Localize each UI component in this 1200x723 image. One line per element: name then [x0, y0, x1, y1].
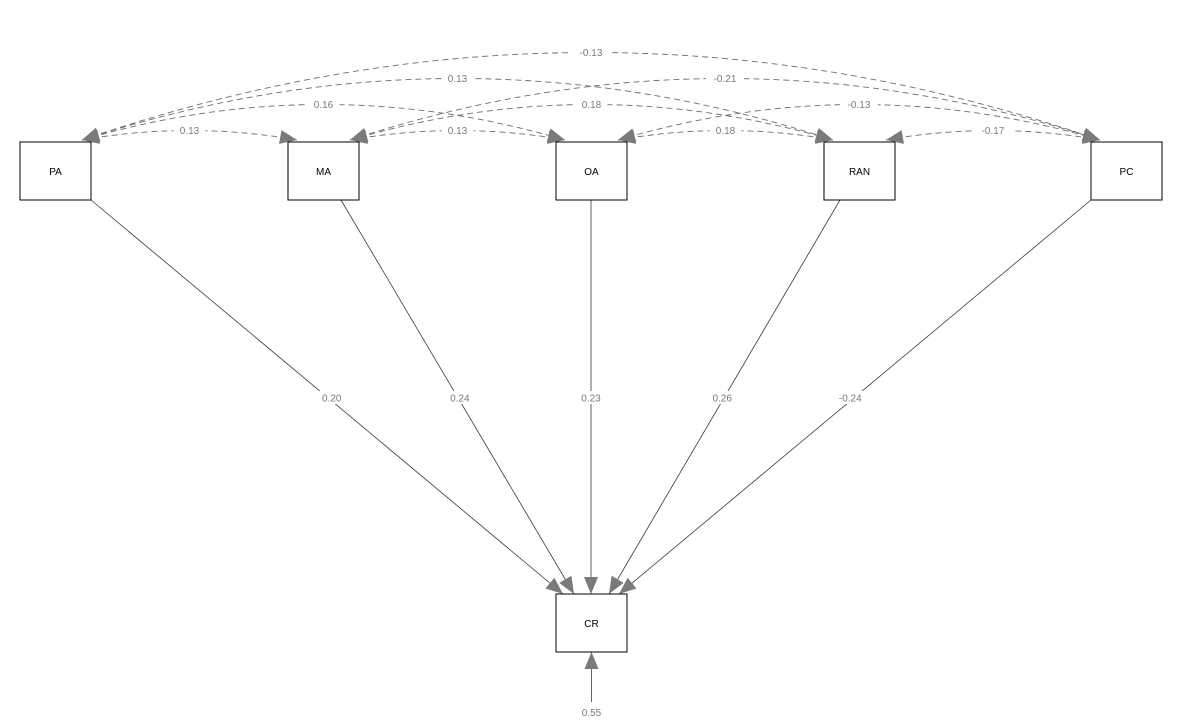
- covariance-ma-oa-label-group: 0.13: [441, 123, 474, 137]
- covariance-ma-ran-label: 0.18: [582, 100, 602, 111]
- covariance-pa-oa-label-background: [307, 97, 340, 111]
- path-ma-cr-label-background: [443, 391, 476, 404]
- covariance-ma-oa-label: 0.13: [448, 126, 468, 137]
- path-pc-cr-arrowhead: [619, 577, 637, 594]
- covariance-pa-ma-label: 0.13: [180, 126, 200, 137]
- covariance-pa-ran-label-group: 0.13: [441, 71, 474, 85]
- covariance-ma-ran-label-background: [575, 97, 608, 111]
- path-ma-cr-label-group: 0.24: [443, 391, 476, 405]
- path-ran-cr-label-group: 0.26: [706, 391, 739, 405]
- covariance-pa-oa-label: 0.16: [314, 100, 334, 111]
- covariance-oa-ran-label: 0.18: [716, 126, 736, 137]
- node-oa: OA: [555, 141, 628, 201]
- covariance-ma-pc-label-group: -0.21: [706, 71, 744, 85]
- covariance-ran-pc-label-group: -0.17: [974, 123, 1012, 137]
- covariance-ma-pc-label: -0.21: [714, 74, 737, 85]
- path-pa-cr-label-group: 0.20: [315, 391, 348, 405]
- residual-cr: [584, 652, 599, 702]
- covariance-oa-ran-label-group: 0.18: [709, 123, 742, 137]
- node-pc-box: [1090, 141, 1163, 201]
- node-layer: PA MA OA RAN PC CR: [19, 141, 1163, 653]
- covariance-pa-pc-curve: [81, 52, 1101, 141]
- node-ran-box: [823, 141, 896, 201]
- path-ran-cr-arrowhead: [609, 575, 624, 594]
- path-pc-cr-label-background: [831, 391, 870, 404]
- covariance-pa-ma-arrowhead-end: [279, 130, 297, 144]
- residual-label: 0.55: [582, 708, 602, 719]
- node-cr: CR: [555, 593, 628, 653]
- covariance-pa-ran-arrowhead-end: [814, 128, 833, 142]
- covariance-ma-pc-arrowhead-start: [350, 128, 369, 142]
- path-oa-cr-label-group: 0.23: [575, 391, 607, 405]
- node-ma-box: [287, 141, 360, 201]
- node-ma-label: MA: [316, 167, 331, 178]
- covariance-pa-oa-arrowhead-end: [546, 128, 565, 142]
- node-pa-box: [19, 141, 92, 201]
- covariance-pa-pc-label-group: -0.13: [572, 45, 610, 59]
- covariance-oa-pc-arrowhead-start: [618, 128, 637, 142]
- node-cr-box: [555, 593, 628, 653]
- path-ran-cr-label: 0.26: [712, 394, 732, 405]
- node-pa-label: PA: [49, 167, 62, 178]
- path-pa-cr-label-background: [315, 391, 348, 404]
- path-pc-cr-label-group: -0.24: [831, 391, 870, 405]
- covariance-ran-pc-arrowhead-start: [886, 130, 904, 144]
- path-oa-cr-arrowhead: [584, 577, 598, 594]
- node-ma: MA: [287, 141, 360, 201]
- covariance-oa-pc-label: -0.13: [848, 100, 871, 111]
- covariance-ma-pc-label-background: [706, 71, 744, 85]
- covariance-ma-oa-label-background: [441, 123, 474, 137]
- covariance-pa-oa-label-group: 0.16: [307, 97, 340, 111]
- covariance-oa-pc-label-background: [840, 97, 878, 111]
- covariance-pa-pc-label-background: [572, 45, 610, 59]
- node-ran: RAN: [823, 141, 896, 201]
- covariance-pa-pc-arrowhead-end: [1081, 127, 1100, 142]
- covariance-pa-ran-label: 0.13: [448, 74, 468, 85]
- node-pc-label: PC: [1120, 167, 1134, 178]
- coefficient-label-layer: 0.13 0.13 0.18 -0.17 0.16 0.18 -0.13 0.13 -0.21 -…: [173, 45, 1012, 719]
- covariance-ran-pc-label-background: [974, 123, 1012, 137]
- covariance-ran-pc-label: -0.17: [982, 126, 1005, 137]
- path-oa-cr-label: 0.23: [581, 394, 601, 405]
- residual-arrowhead: [584, 652, 599, 669]
- covariance-pa-pc-label: -0.13: [580, 48, 603, 59]
- node-oa-box: [555, 141, 628, 201]
- path-ran-cr-label-background: [706, 391, 739, 404]
- path-pc-cr-label: -0.24: [839, 394, 862, 405]
- path-pa-cr-arrowhead: [545, 577, 563, 594]
- covariance-ma-ran-label-group: 0.18: [575, 97, 608, 111]
- covariance-pa-ma-label-group: 0.13: [173, 123, 206, 137]
- path-oa-cr-label-background: [575, 391, 607, 404]
- covariance-pa-ran-label-background: [441, 71, 474, 85]
- path-pa-cr-label: 0.20: [322, 394, 342, 405]
- node-pa: PA: [19, 141, 92, 201]
- covariance-oa-ran-label-background: [709, 123, 742, 137]
- covariance-pa-pc-arrowhead-start: [82, 127, 101, 142]
- covariance-pa-ma-label-background: [173, 123, 206, 137]
- node-oa-label: OA: [584, 167, 599, 178]
- path-ma-cr-label: 0.24: [450, 394, 470, 405]
- node-ran-label: RAN: [849, 167, 870, 178]
- path-ma-cr-arrowhead: [559, 575, 574, 594]
- node-cr-label: CR: [584, 619, 598, 630]
- node-pc: PC: [1090, 141, 1163, 201]
- covariance-oa-pc-label-group: -0.13: [840, 97, 878, 111]
- covariance-pa-pc: [81, 52, 1101, 142]
